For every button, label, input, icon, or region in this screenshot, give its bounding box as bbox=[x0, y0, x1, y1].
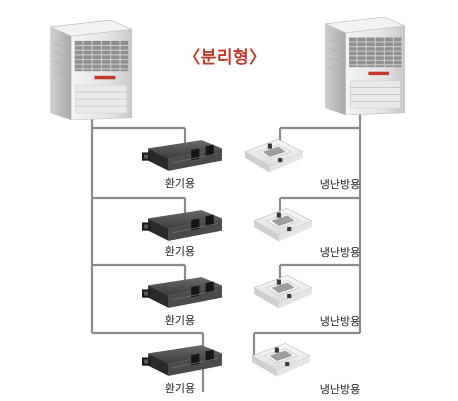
outdoor-unit-icon bbox=[50, 20, 132, 120]
ventilation-unit-label: 환기용 bbox=[164, 382, 196, 395]
ducted-ventilation-unit-icon bbox=[142, 139, 223, 171]
ducted-ventilation-unit-icon bbox=[142, 276, 223, 308]
ducted-ventilation-unit-icon bbox=[142, 209, 223, 241]
ventilation-unit-label: 환기용 bbox=[164, 177, 196, 190]
outdoor-unit-icon bbox=[325, 17, 405, 115]
ducted-ventilation-unit-icon bbox=[142, 344, 223, 376]
ceiling-cassette-unit-icon bbox=[244, 138, 304, 173]
diagram-title: 〈분리형〉 bbox=[183, 48, 267, 68]
ceiling-cassette-unit-icon bbox=[253, 274, 313, 309]
ceiling-cassette-unit-icon bbox=[253, 207, 313, 242]
cooling-unit-label: 냉난방용 bbox=[319, 383, 361, 396]
cooling-unit-label: 냉난방용 bbox=[319, 315, 361, 328]
cooling-unit-label: 냉난방용 bbox=[319, 246, 361, 259]
ventilation-unit-label: 환기용 bbox=[164, 245, 196, 258]
ceiling-cassette-unit-icon bbox=[251, 342, 311, 377]
cooling-unit-label: 냉난방용 bbox=[319, 178, 361, 191]
ventilation-unit-label: 환기용 bbox=[164, 314, 196, 327]
